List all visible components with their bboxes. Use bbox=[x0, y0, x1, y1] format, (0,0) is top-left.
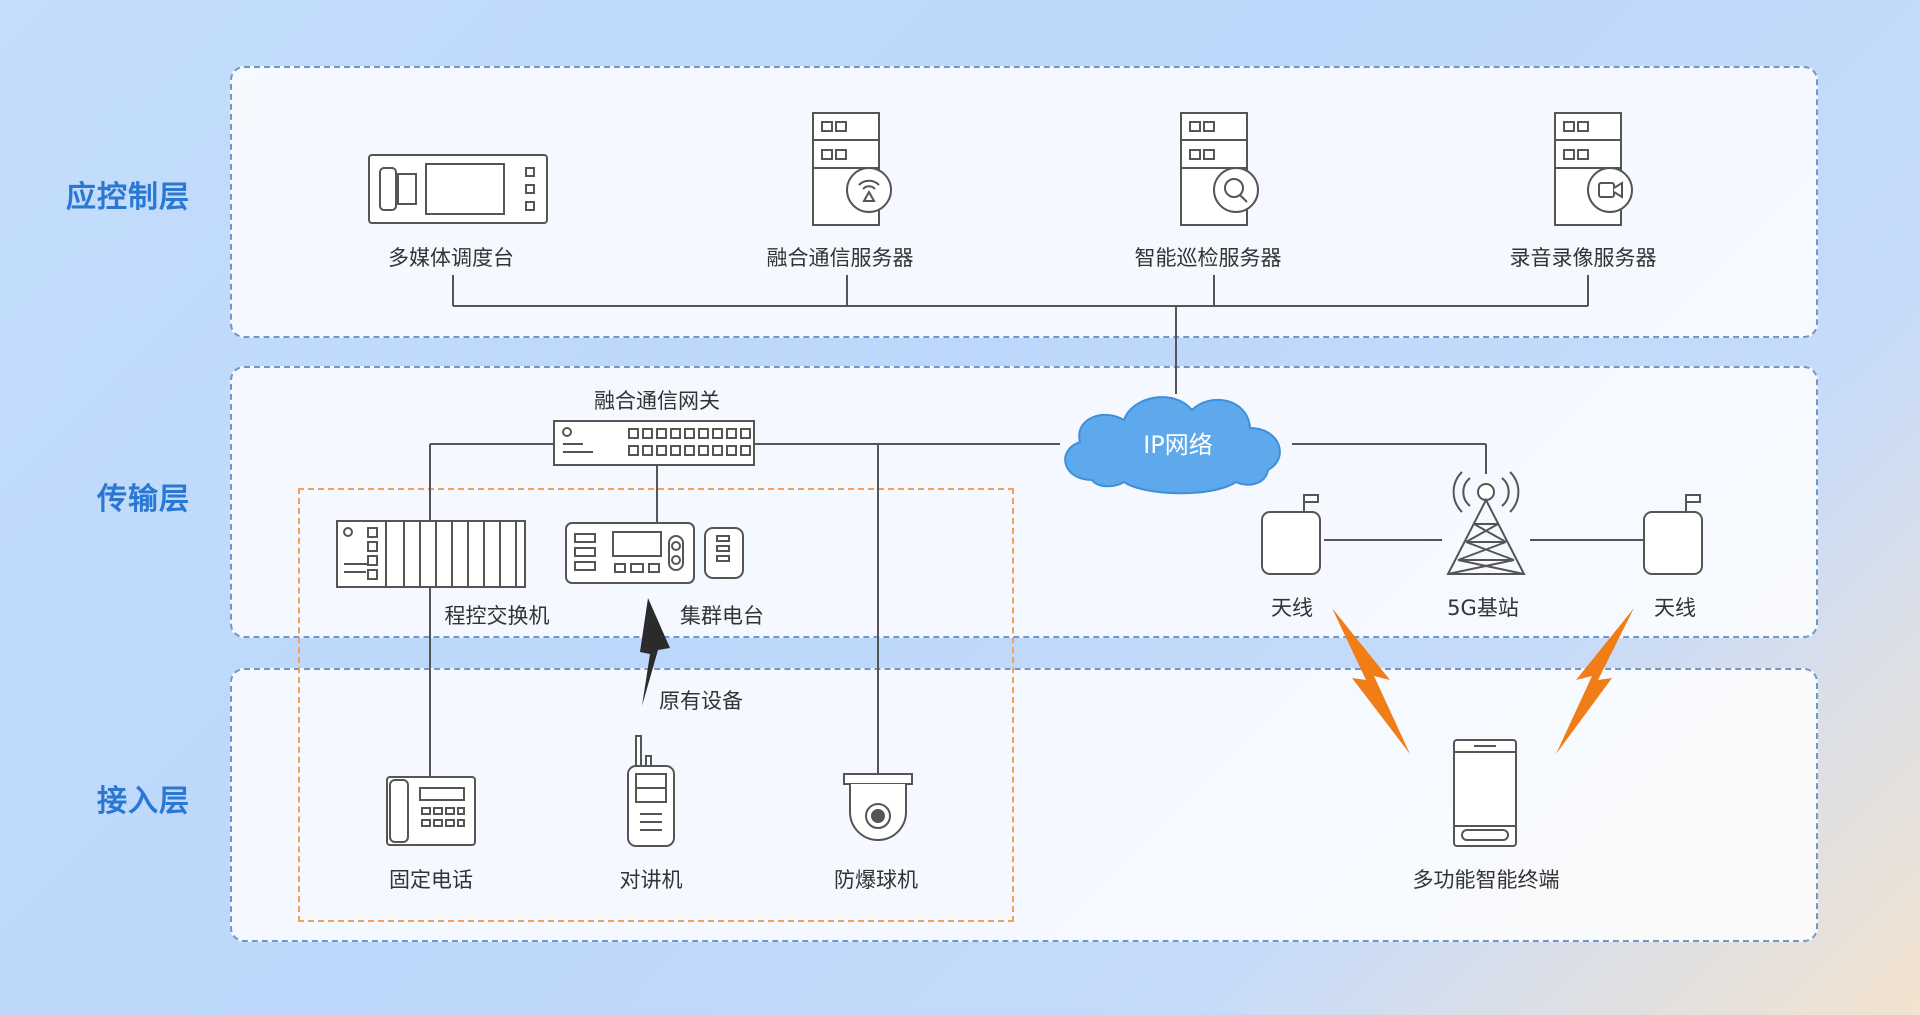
access-layer-label: 接入层 bbox=[97, 784, 190, 819]
phone-icon bbox=[386, 776, 476, 846]
pbx-icon bbox=[336, 520, 526, 588]
smart-terminal-label: 多功能智能终端 bbox=[1412, 868, 1560, 892]
ip-network-label: IP网络 bbox=[1143, 431, 1213, 459]
cloud-icon bbox=[1052, 384, 1296, 496]
inspection-server-icon bbox=[1180, 112, 1266, 226]
lightning-icon bbox=[640, 598, 670, 706]
dome-camera-icon bbox=[842, 772, 914, 848]
antenna-right-label: 天线 bbox=[1654, 596, 1696, 620]
transport-layer-band bbox=[230, 366, 1818, 638]
base-station-label: 5G基站 bbox=[1447, 596, 1519, 620]
console-label: 多媒体调度台 bbox=[388, 246, 514, 270]
recording-server-icon bbox=[1554, 112, 1640, 226]
antenna-right-icon bbox=[1642, 492, 1708, 578]
control-layer-label: 应控制层 bbox=[66, 180, 190, 215]
dome-camera-label: 防爆球机 bbox=[834, 868, 918, 892]
transport-layer-label: 传输层 bbox=[97, 482, 190, 517]
lightning-icon bbox=[1332, 608, 1410, 754]
fusion-server-icon bbox=[812, 112, 898, 226]
fusion-server-label: 融合通信服务器 bbox=[766, 246, 914, 270]
recording-server-label: 录音录像服务器 bbox=[1509, 246, 1657, 270]
walkie-talkie-icon bbox=[626, 734, 678, 848]
walkie-talkie-label: 对讲机 bbox=[619, 868, 683, 892]
pbx-label: 程控交换机 bbox=[444, 604, 550, 628]
terminal-icon bbox=[1452, 738, 1518, 848]
access-layer-band bbox=[230, 668, 1818, 942]
legacy-equipment-label: 原有设备 bbox=[659, 689, 743, 713]
antenna-left-label: 天线 bbox=[1271, 596, 1313, 620]
trunk-radio-label: 集群电台 bbox=[680, 604, 764, 628]
radio-icon bbox=[565, 522, 745, 584]
tower-icon bbox=[1444, 468, 1528, 580]
antenna-left-icon bbox=[1260, 492, 1326, 578]
fixed-phone-label: 固定电话 bbox=[389, 868, 473, 892]
lightning-icon bbox=[1556, 608, 1634, 754]
gateway-icon bbox=[553, 420, 755, 466]
gateway-label: 融合通信网关 bbox=[594, 389, 720, 413]
inspection-server-label: 智能巡检服务器 bbox=[1134, 246, 1282, 270]
console-icon bbox=[368, 154, 548, 224]
